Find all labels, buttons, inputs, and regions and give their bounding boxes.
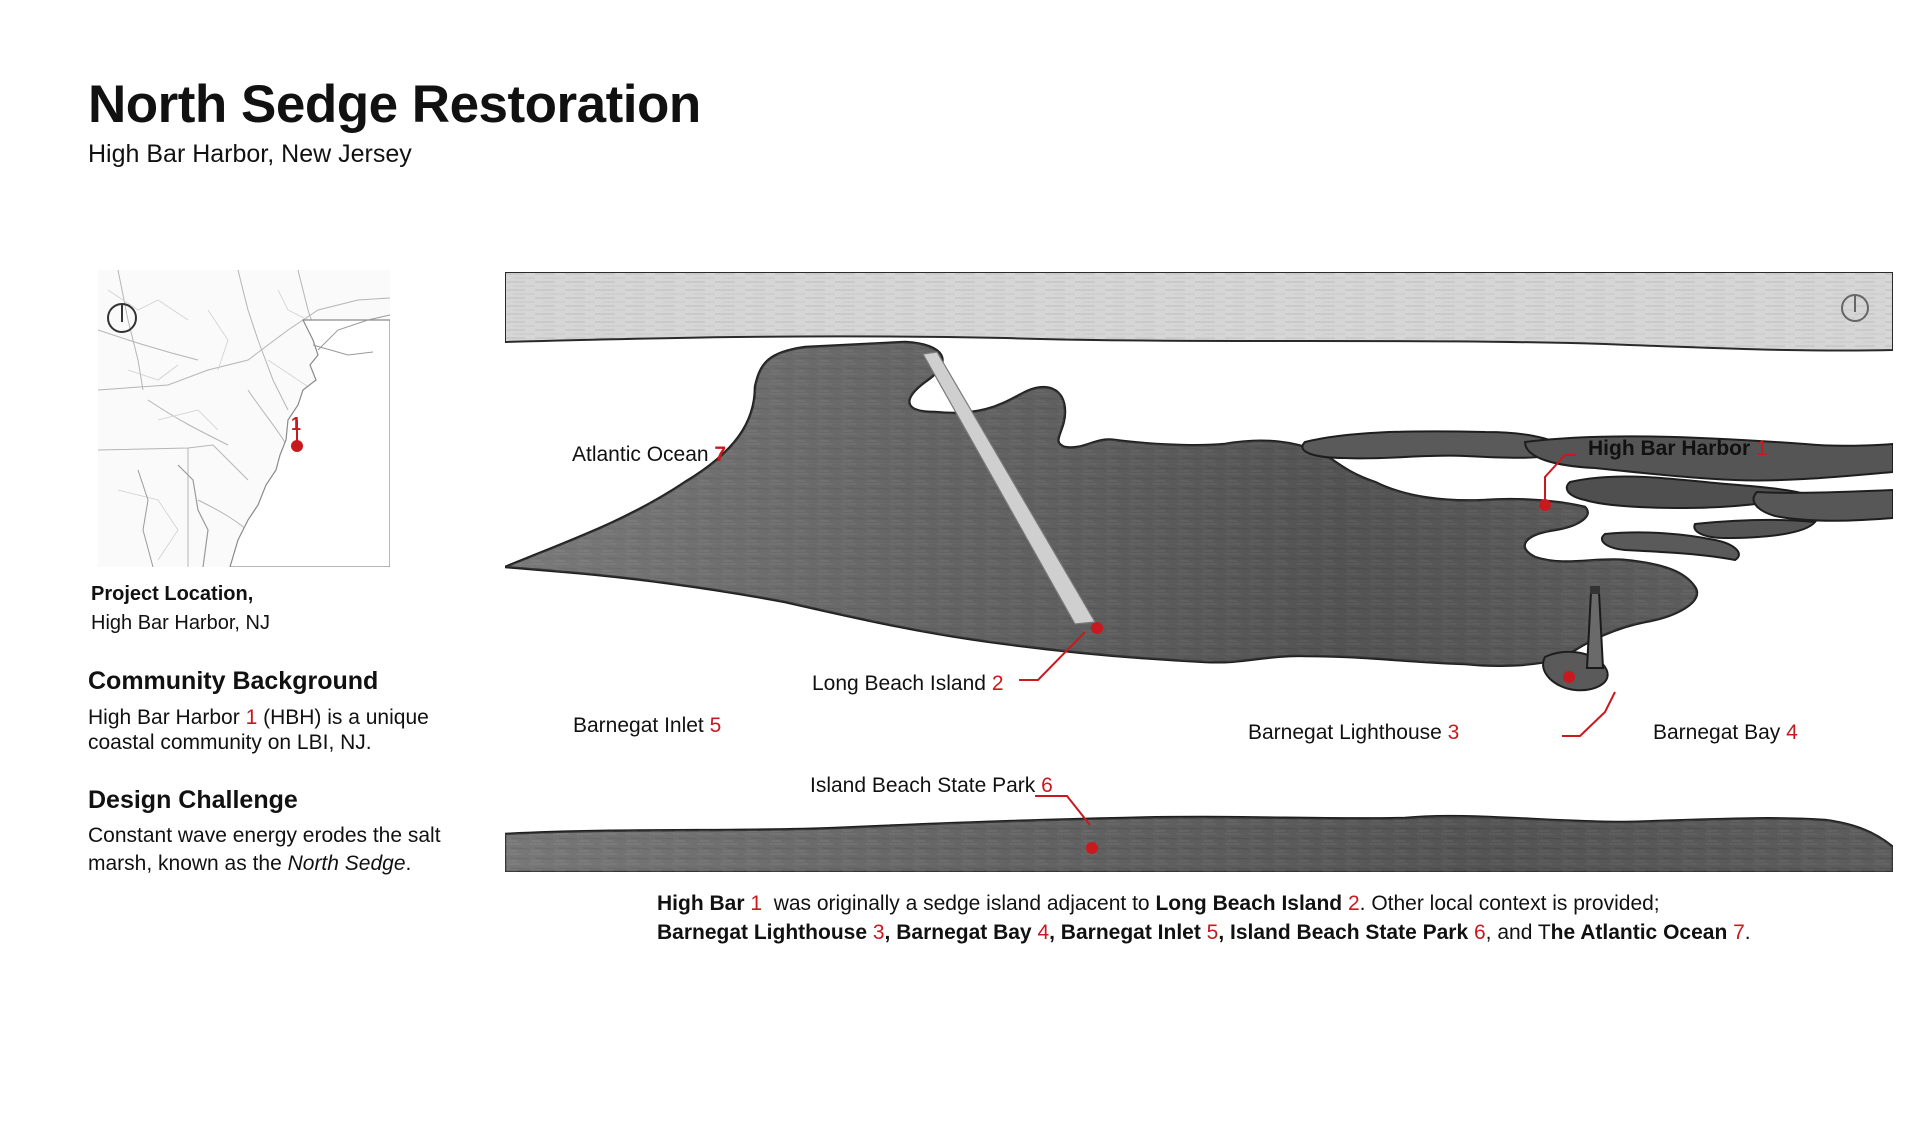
- label-island-beach-state-park: Island Beach State Park 6: [810, 774, 1053, 797]
- label-atlantic-ocean: Atlantic Ocean 7: [572, 443, 727, 466]
- page-title: North Sedge Restoration: [88, 75, 701, 134]
- design-challenge-text: Constant wave energy erodes the salt mar…: [88, 824, 441, 875]
- caption-line-1: High Bar 1 was originally a sedge island…: [657, 892, 1660, 915]
- locator-caption: High Bar Harbor, NJ: [91, 612, 270, 634]
- page-subtitle: High Bar Harbor, New Jersey: [88, 140, 412, 168]
- community-background-text: High Bar Harbor 1 (HBH) is a unique coas…: [88, 706, 429, 754]
- label-barnegat-inlet: Barnegat Inlet 5: [573, 714, 722, 737]
- aerial-sketch: [505, 272, 1893, 872]
- pin-icon: [291, 420, 303, 452]
- pin-icon: [1539, 499, 1551, 511]
- caption-line-2: Barnegat Lighthouse 3, Barnegat Bay 4, B…: [657, 921, 1751, 944]
- label-barnegat-bay: Barnegat Bay 4: [1653, 721, 1798, 744]
- pin-icon: [1563, 671, 1575, 683]
- locator-marker-number: 1: [291, 414, 301, 434]
- community-background-heading: Community Background: [88, 667, 379, 695]
- pin-icon: [1086, 842, 1098, 854]
- north-arrow-icon: [1841, 294, 1869, 322]
- locator-map: 1: [98, 270, 390, 567]
- locator-caption-bold: Project Location,: [91, 583, 254, 605]
- design-challenge-heading: Design Challenge: [88, 786, 298, 814]
- pin-icon: [1091, 622, 1103, 634]
- label-barnegat-lighthouse: Barnegat Lighthouse 3: [1248, 721, 1460, 744]
- north-arrow-icon: [107, 303, 137, 333]
- label-long-beach-island: Long Beach Island 2: [812, 672, 1004, 695]
- label-high-bar-harbor: High Bar Harbor 1: [1588, 437, 1768, 460]
